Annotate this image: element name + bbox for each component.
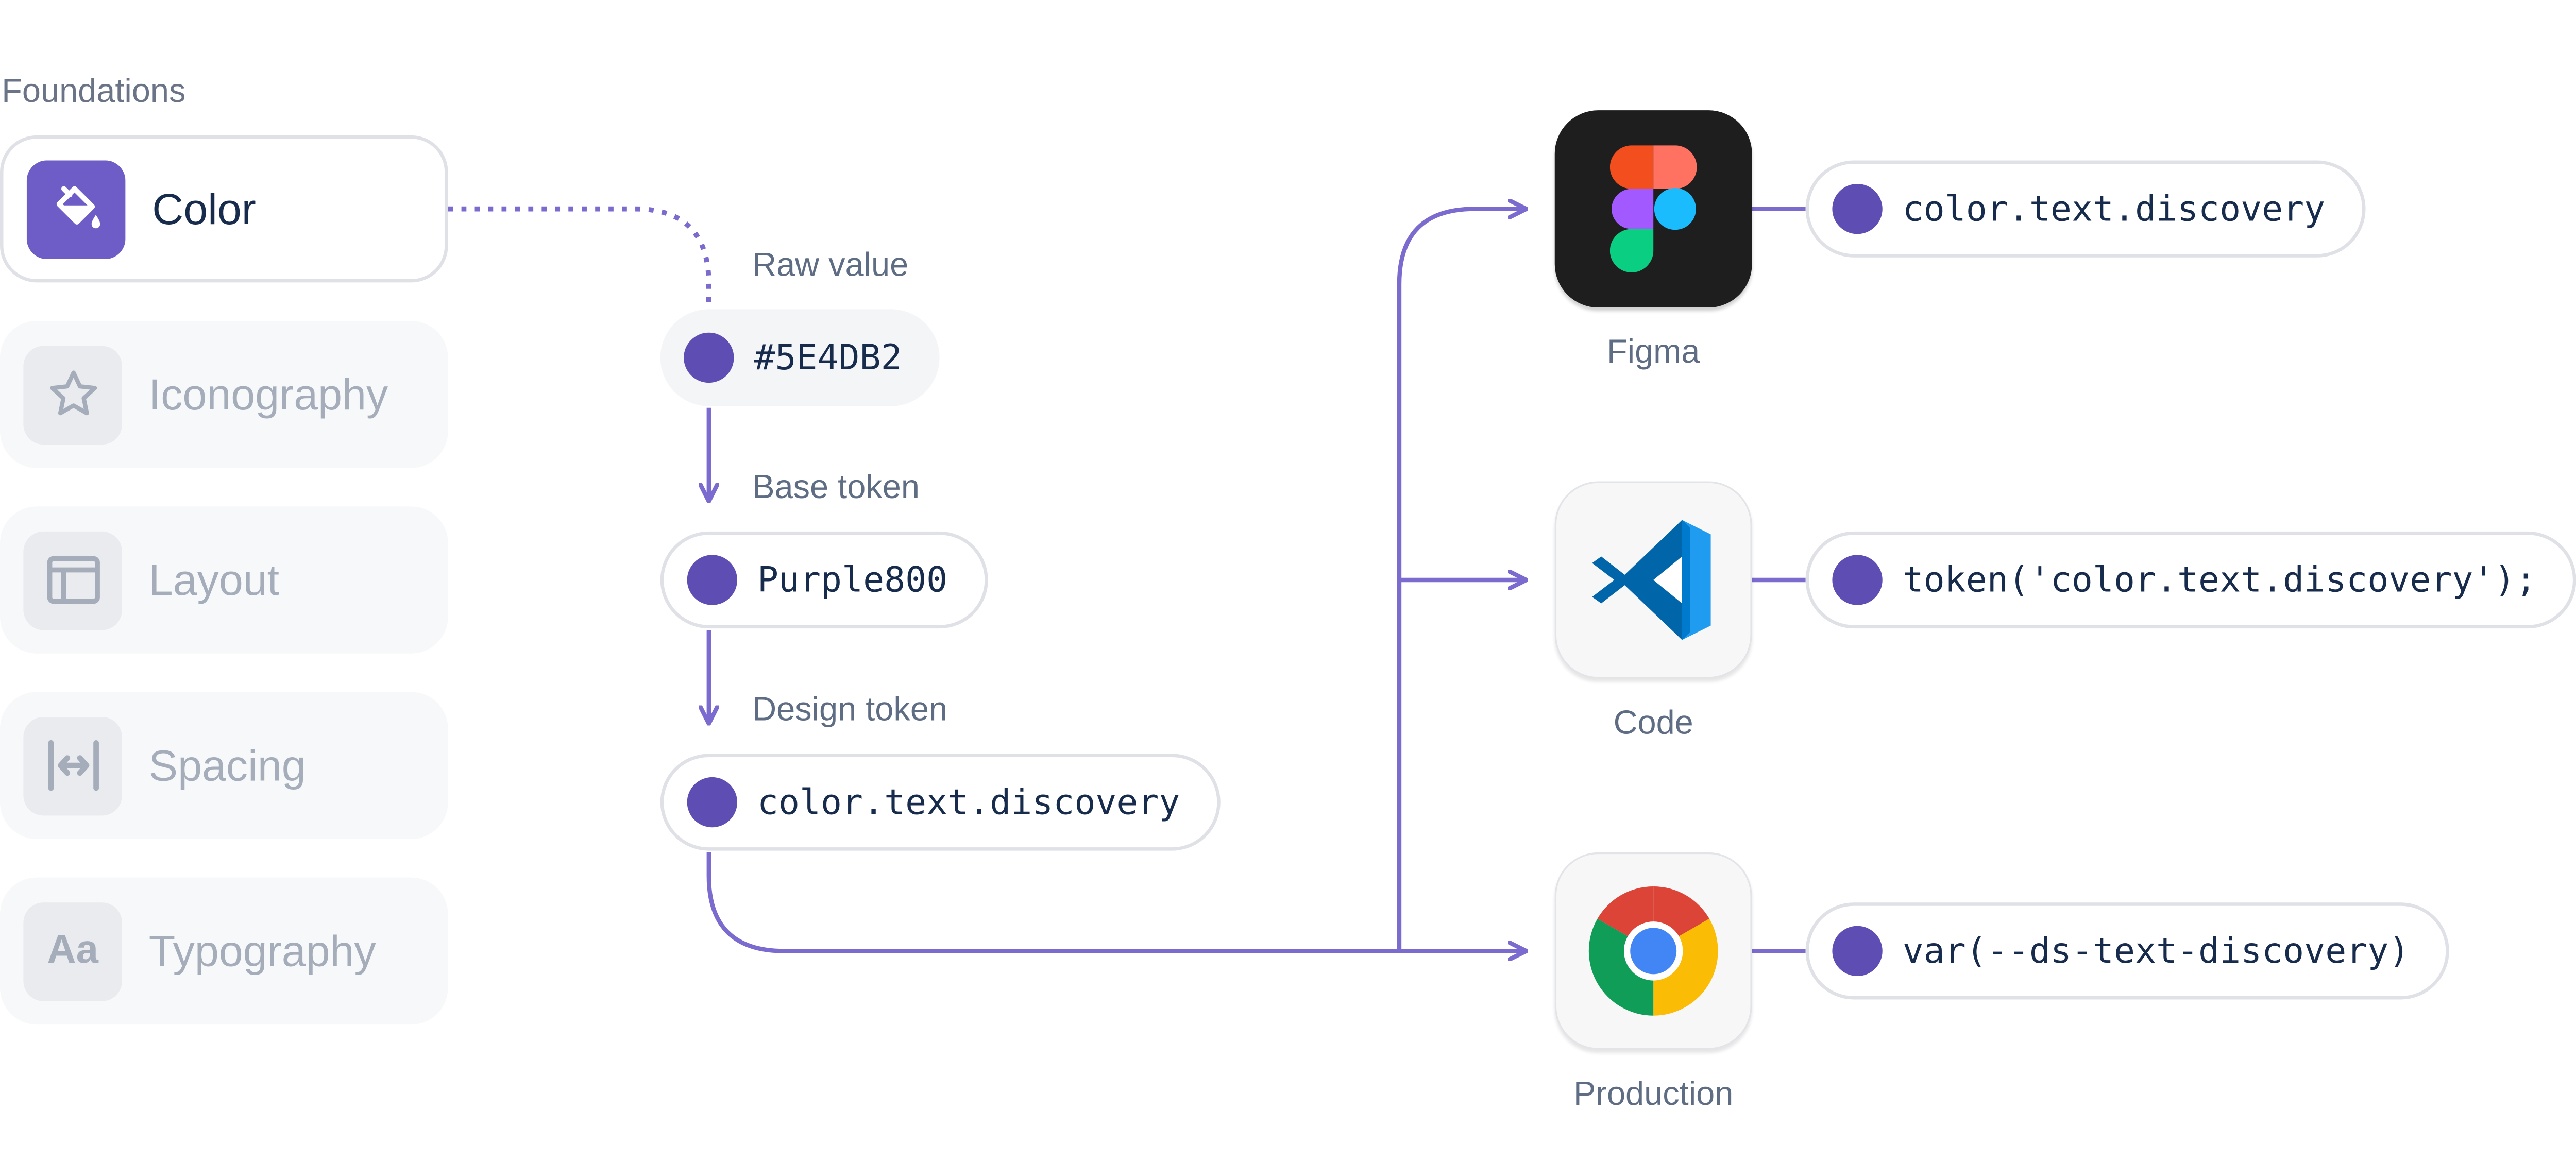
color-swatch: [687, 777, 738, 828]
raw-value-label: Raw value: [752, 247, 909, 284]
foundation-label: Color: [152, 183, 256, 233]
code-token-text: token('color.text.discovery');: [1902, 560, 2537, 600]
typography-icon: Aa: [23, 901, 122, 1001]
star-icon: [23, 345, 122, 444]
vscode-icon: [1592, 520, 1711, 640]
foundation-label: Spacing: [148, 739, 306, 790]
production-token-text: var(--ds-text-discovery): [1902, 931, 2410, 971]
figma-token-pill[interactable]: color.text.discovery: [1805, 160, 2366, 258]
foundation-label: Iconography: [148, 368, 388, 419]
paint-bucket-icon: [26, 159, 126, 259]
figma-token-text: color.text.discovery: [1902, 189, 2326, 229]
chrome-icon: [1588, 886, 1718, 1016]
production-label: Production: [1573, 1076, 1734, 1114]
layout-icon: [23, 531, 122, 629]
color-swatch: [687, 555, 738, 605]
color-swatch: [1832, 183, 1883, 234]
base-token-label: Base token: [752, 469, 920, 507]
foundation-item-typography[interactable]: Aa Typography: [0, 877, 448, 1025]
code-app-tile[interactable]: [1554, 481, 1752, 679]
foundation-item-iconography[interactable]: Iconography: [0, 321, 448, 468]
color-swatch: [1832, 926, 1883, 977]
base-token-pill[interactable]: Purple800: [660, 531, 988, 629]
foundation-item-color[interactable]: Color: [0, 135, 448, 283]
code-label: Code: [1613, 705, 1693, 742]
figma-icon: [1609, 145, 1697, 272]
foundation-label: Layout: [148, 554, 280, 605]
production-app-tile[interactable]: [1554, 852, 1752, 1050]
foundation-item-layout[interactable]: Layout: [0, 506, 448, 654]
figma-app-tile[interactable]: [1554, 110, 1752, 308]
foundation-label: Typography: [148, 925, 376, 976]
spacing-icon: [23, 716, 122, 815]
design-token-text: color.text.discovery: [757, 782, 1180, 823]
raw-value-text: #5E4DB2: [754, 337, 902, 378]
foundation-item-spacing[interactable]: Spacing: [0, 692, 448, 839]
figma-label: Figma: [1607, 334, 1700, 371]
color-swatch: [684, 332, 734, 383]
production-token-pill[interactable]: var(--ds-text-discovery): [1805, 902, 2450, 1000]
design-token-label: Design token: [752, 692, 948, 729]
design-token-pill[interactable]: color.text.discovery: [660, 754, 1221, 851]
code-token-pill[interactable]: token('color.text.discovery');: [1805, 531, 2576, 629]
foundations-heading: Foundations: [2, 73, 186, 111]
design-to-production-arrow: [706, 852, 1527, 951]
base-token-text: Purple800: [757, 560, 948, 600]
dotted-connector: [448, 206, 711, 308]
color-swatch: [1832, 555, 1883, 605]
branch-vertical: [1397, 209, 1527, 951]
raw-value-pill[interactable]: #5E4DB2: [660, 309, 939, 406]
